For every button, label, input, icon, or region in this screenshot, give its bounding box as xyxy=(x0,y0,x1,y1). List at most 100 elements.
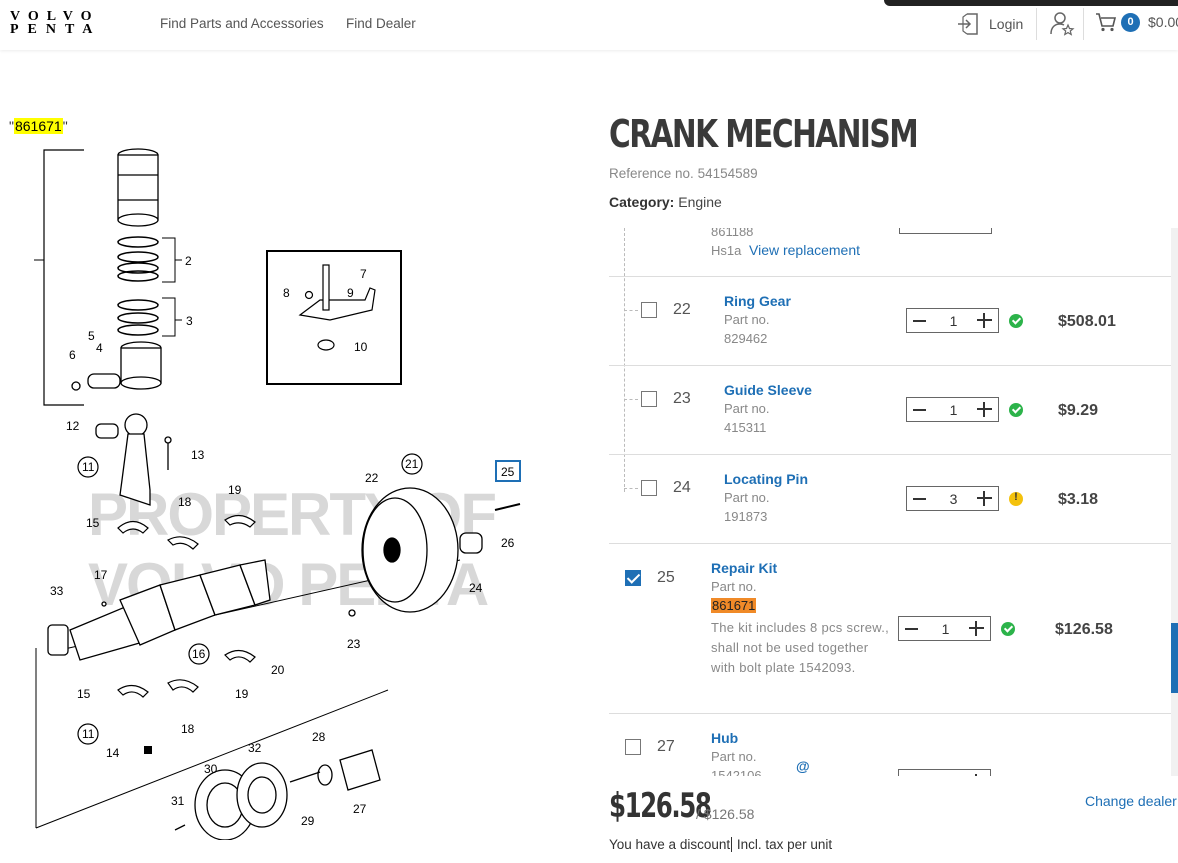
scrollbar-thumb[interactable] xyxy=(1171,623,1178,693)
part-name-link[interactable]: Hub xyxy=(711,730,739,746)
parts-row[interactable]: 24 Locating Pin Part no. 191873 3 $3.18 xyxy=(609,455,1171,544)
cart-button[interactable]: 0 $0.00 xyxy=(1095,11,1178,33)
quantity-stepper[interactable]: 1 xyxy=(898,769,991,776)
parts-row[interactable]: 27 Hub Part no. 1542106 1 xyxy=(609,714,1171,776)
part-name-link[interactable]: Ring Gear xyxy=(724,293,791,309)
cylinder-liner[interactable] xyxy=(117,148,159,227)
part-name-link[interactable]: Repair Kit xyxy=(711,560,778,576)
vibration-damper[interactable] xyxy=(174,749,381,840)
svg-text:21: 21 xyxy=(405,457,419,471)
at-symbol: @ xyxy=(796,758,810,774)
volvo-penta-logo[interactable]: VOLVO PENTA xyxy=(10,9,102,37)
svg-text:32: 32 xyxy=(248,741,262,755)
discount-note: You have a discount Incl. tax per unit xyxy=(609,837,833,852)
piston-rings[interactable] xyxy=(117,236,159,336)
parts-list-scrollbar[interactable] xyxy=(1171,228,1178,776)
part-name-link[interactable]: Guide Sleeve xyxy=(724,382,812,398)
svg-text:27: 27 xyxy=(353,802,367,816)
part-name-link[interactable]: Locating Pin xyxy=(724,471,808,487)
flywheel[interactable] xyxy=(101,487,483,617)
quantity-value[interactable]: 1 xyxy=(899,774,992,776)
diagram-reference-label: "861671" xyxy=(9,118,68,134)
decrease-button[interactable] xyxy=(913,409,926,411)
top-navigation-bar: VOLVO PENTA Find Parts and Accessories F… xyxy=(0,0,1178,50)
connecting-rod[interactable] xyxy=(95,413,172,506)
position-number: 23 xyxy=(673,390,691,407)
svg-text:23: 23 xyxy=(347,637,361,651)
row-checkbox[interactable] xyxy=(641,391,657,407)
dark-overlay-bar xyxy=(884,0,1178,6)
exploded-parts-diagram[interactable]: PROPERTY OF VOLVO PENTA xyxy=(0,140,560,840)
part-no-label: Part no. xyxy=(724,312,770,327)
divider xyxy=(1083,8,1084,40)
svg-text:6: 6 xyxy=(69,348,76,362)
row-checkbox[interactable] xyxy=(625,739,641,755)
nav-find-dealer[interactable]: Find Dealer xyxy=(346,16,416,31)
piston[interactable] xyxy=(71,341,162,391)
price: $508.01 xyxy=(1058,313,1116,330)
parts-list[interactable]: 861188 Hs1a View replacement 22 Ring Gea… xyxy=(609,228,1178,776)
quantity-stepper[interactable]: 1 xyxy=(898,616,991,641)
quantity-value[interactable]: 3 xyxy=(949,491,958,507)
nav-find-parts[interactable]: Find Parts and Accessories xyxy=(160,16,324,31)
login-icon xyxy=(958,13,978,35)
parts-row[interactable]: 23 Guide Sleeve Part no. 415311 1 $9.29 xyxy=(609,366,1171,455)
svg-text:20: 20 xyxy=(271,663,285,677)
change-dealer-link[interactable]: Change dealer xyxy=(1085,793,1177,809)
row-checkbox[interactable] xyxy=(641,480,657,496)
decrease-button[interactable] xyxy=(905,628,918,630)
unit-price: / $126.58 xyxy=(696,806,755,822)
svg-text:18: 18 xyxy=(181,722,195,736)
decrease-button[interactable] xyxy=(913,320,926,322)
price: $126.58 xyxy=(1055,621,1113,638)
svg-text:11: 11 xyxy=(82,727,95,741)
parts-row[interactable]: 22 Ring Gear Part no. 829462 1 $508.01 xyxy=(609,277,1171,366)
svg-text:7: 7 xyxy=(360,267,367,281)
quantity-value[interactable]: 1 xyxy=(949,313,958,329)
row-checkbox[interactable] xyxy=(641,302,657,318)
price: $3.18 xyxy=(1058,491,1099,508)
svg-text:16: 16 xyxy=(192,647,206,661)
part-number-highlighted: 861671 xyxy=(711,598,757,613)
divider xyxy=(1036,8,1037,40)
decrease-button[interactable] xyxy=(913,498,926,500)
svg-text:19: 19 xyxy=(235,687,249,701)
part-description: The kit includes 8 pcs screw., shall not… xyxy=(711,620,890,675)
tree-line xyxy=(624,310,638,311)
quantity-stepper[interactable]: 1 xyxy=(906,308,999,333)
svg-text:12: 12 xyxy=(66,419,80,433)
increase-button[interactable] xyxy=(976,312,993,329)
svg-text:15: 15 xyxy=(77,687,91,701)
increase-button[interactable] xyxy=(976,490,993,507)
svg-text:28: 28 xyxy=(312,730,326,744)
qty-stepper-cut[interactable] xyxy=(899,228,992,234)
svg-text:9: 9 xyxy=(347,286,354,300)
parts-row-selected[interactable]: 25 Repair Kit Part no. 861671 The kit in… xyxy=(609,544,1171,714)
svg-text:10: 10 xyxy=(354,340,368,354)
part-no-label: Part no. xyxy=(724,401,770,416)
crankshaft[interactable] xyxy=(47,559,461,661)
tree-line xyxy=(624,488,638,489)
quantity-value[interactable]: 1 xyxy=(941,621,950,637)
login-button[interactable]: Login xyxy=(955,11,1023,37)
view-replacement-link[interactable]: View replacement xyxy=(749,242,861,258)
in-stock-icon xyxy=(1001,622,1015,636)
row-checkbox-checked[interactable] xyxy=(625,570,641,586)
svg-text:19: 19 xyxy=(228,483,242,497)
increase-button[interactable] xyxy=(968,773,985,776)
quantity-value[interactable]: 1 xyxy=(949,402,958,418)
part-number-cut: 861188 xyxy=(711,228,754,239)
position-number: 27 xyxy=(657,738,675,755)
in-stock-icon xyxy=(1009,403,1023,417)
increase-button[interactable] xyxy=(976,401,993,418)
svg-text:11: 11 xyxy=(82,460,95,474)
selected-callout-25[interactable] xyxy=(495,460,521,482)
increase-button[interactable] xyxy=(968,620,985,637)
part-no-label: Part no. xyxy=(724,490,770,505)
user-star-icon xyxy=(1050,12,1075,36)
svg-text:24: 24 xyxy=(469,581,483,595)
quantity-stepper[interactable]: 1 xyxy=(906,397,999,422)
position-number: 24 xyxy=(673,479,691,496)
quantity-stepper[interactable]: 3 xyxy=(906,486,999,511)
account-button[interactable] xyxy=(1049,10,1075,41)
